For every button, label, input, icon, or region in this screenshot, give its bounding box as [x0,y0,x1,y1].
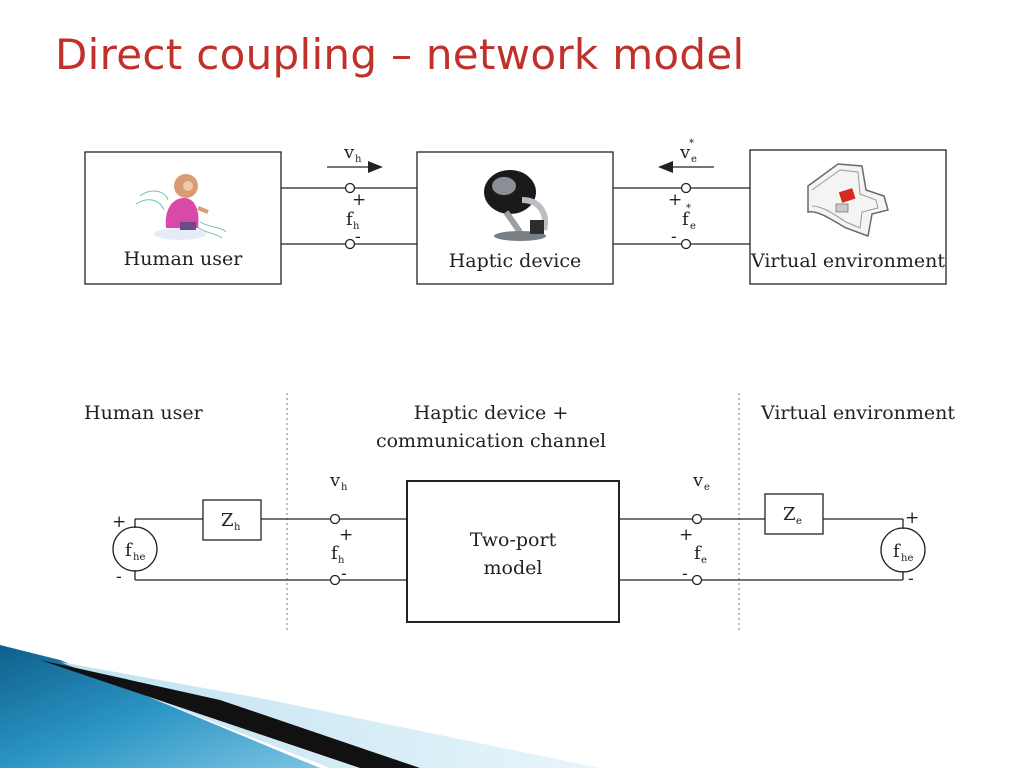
top-left-port-terminal-lower [344,238,356,250]
top-velocity-ve-star: * [689,138,694,149]
right-impedance-ze [764,493,824,535]
bottom-force-fh-sub: h [338,555,345,566]
bottom-right-port-terminal-upper [691,513,703,525]
haptic-device-block-label: Haptic device [449,250,582,272]
left-force-source [112,526,158,572]
top-velocity-vh-label: v [343,142,355,163]
top-force-fe-label: f [682,209,690,230]
virtual-wall-icon [807,163,889,238]
decorative-corner-swoosh [0,645,600,768]
bottom-velocity-vh-label: v [329,470,341,491]
top-force-fe-sub: e [690,221,696,232]
human-user-block-label: Human user [124,248,244,270]
bottom-left-minus: - [341,564,347,584]
bottom-left-port-terminal-upper [329,513,341,525]
human-user-block [84,151,282,285]
virtual-environment-block-label: Virtual environment [750,250,945,272]
top-right-port-terminal-lower [680,238,692,250]
bottom-left-port-terminal-lower [329,574,341,586]
top-velocity-ve-sub: e [691,154,697,165]
top-diagram [84,149,947,285]
region-haptic-label-line1: Haptic device + [414,402,569,424]
bottom-diagram [112,393,926,632]
right-source-minus: - [908,569,914,589]
right-source-fhe-label: f [893,541,901,562]
bottom-left-plus: + [339,525,353,545]
top-velocity-ve-label: v [679,142,691,163]
right-source-plus: + [905,508,919,528]
left-source-fhe-label: f [125,540,133,561]
region-virtual-environment-label: Virtual environment [760,402,955,424]
bottom-force-fe-label: f [694,543,702,564]
two-port-label-line2: model [484,557,543,579]
top-velocity-vh-sub: h [355,154,362,165]
region-human-user-label: Human user [84,402,204,424]
haptic-device-block [416,151,614,285]
top-force-fe-star: * [686,203,691,214]
bottom-velocity-vh-sub: h [341,482,348,493]
top-left-plus: + [352,190,366,210]
top-force-fh-sub: h [353,221,360,232]
bottom-velocity-ve-sub: e [704,482,710,493]
right-impedance-sub: e [796,516,802,527]
top-left-port-terminal-upper [344,182,356,194]
left-impedance-sub: h [234,522,241,533]
left-impedance-zh [202,499,262,541]
bottom-right-plus: + [679,525,693,545]
left-source-minus: - [116,567,122,587]
region-haptic-label-line2: communication channel [376,430,606,452]
right-impedance-label: Z [783,504,796,525]
right-force-source [880,527,926,573]
two-port-label-line1: Two-port [470,529,557,551]
left-source-plus: + [112,512,126,532]
top-force-fh-label: f [346,209,354,230]
bottom-velocity-ve-label: v [692,470,704,491]
slide-title: Direct coupling – network model [55,30,745,79]
left-impedance-label: Z [221,510,234,531]
right-source-fhe-sub: he [901,553,913,564]
bottom-right-port-terminal-lower [691,574,703,586]
top-right-port-terminal-upper [680,182,692,194]
haptic-device-icon [484,170,548,241]
human-cartoon-icon [135,174,227,240]
top-right-minus: - [671,227,677,247]
two-port-model-box [406,480,620,623]
bottom-right-minus: - [682,564,688,584]
bottom-force-fh-label: f [331,543,339,564]
virtual-environment-block [749,149,947,285]
top-left-minus: - [355,227,361,247]
top-right-plus: + [668,190,682,210]
left-source-fhe-sub: he [133,552,145,563]
bottom-force-fe-sub: e [701,555,707,566]
